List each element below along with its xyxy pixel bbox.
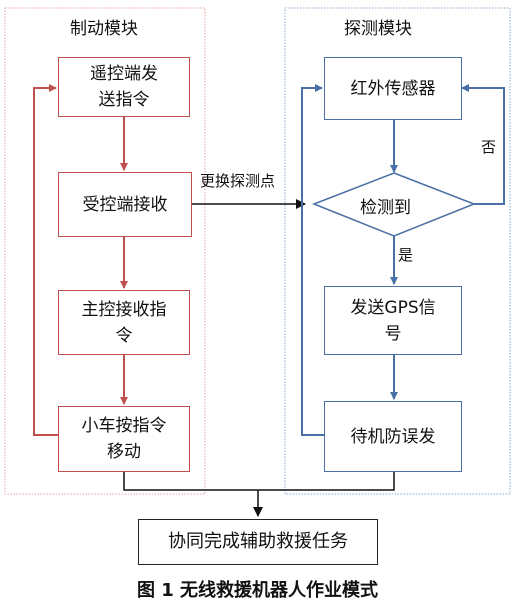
right-step-sensor: 红外传感器: [324, 57, 462, 120]
detect-label: 检测到: [360, 198, 411, 218]
detect-decision-diamond: [311, 172, 477, 237]
right-step-standby: 待机防误发: [324, 401, 462, 472]
final-task-box: 协同完成辅助救援任务: [138, 519, 378, 565]
no-label: 否: [481, 138, 497, 156]
standby-loop-arrow: [301, 84, 324, 436]
left-module-frame: [4, 7, 206, 495]
no-loop-arrow: [461, 84, 505, 205]
left-module-title: 制动模块: [68, 14, 140, 39]
left-step-2: 受控端接收: [58, 172, 192, 237]
change-point-label: 更换探测点: [200, 172, 276, 190]
left-step-3: 主控接收指令: [58, 290, 190, 355]
left-step-4: 小车按指令移动: [58, 406, 190, 472]
left-step-1: 遥控端发送指令: [58, 57, 190, 117]
merge-line: [123, 472, 395, 491]
yes-label: 是: [398, 246, 414, 264]
figure-caption: 图 1 无线救援机器人作业模式: [136, 580, 379, 601]
right-module-frame: [284, 7, 511, 495]
right-step-gps: 发送GPS信号: [324, 286, 462, 355]
loop-back-arrow: [33, 84, 58, 436]
right-module-title: 探测模块: [342, 14, 414, 39]
